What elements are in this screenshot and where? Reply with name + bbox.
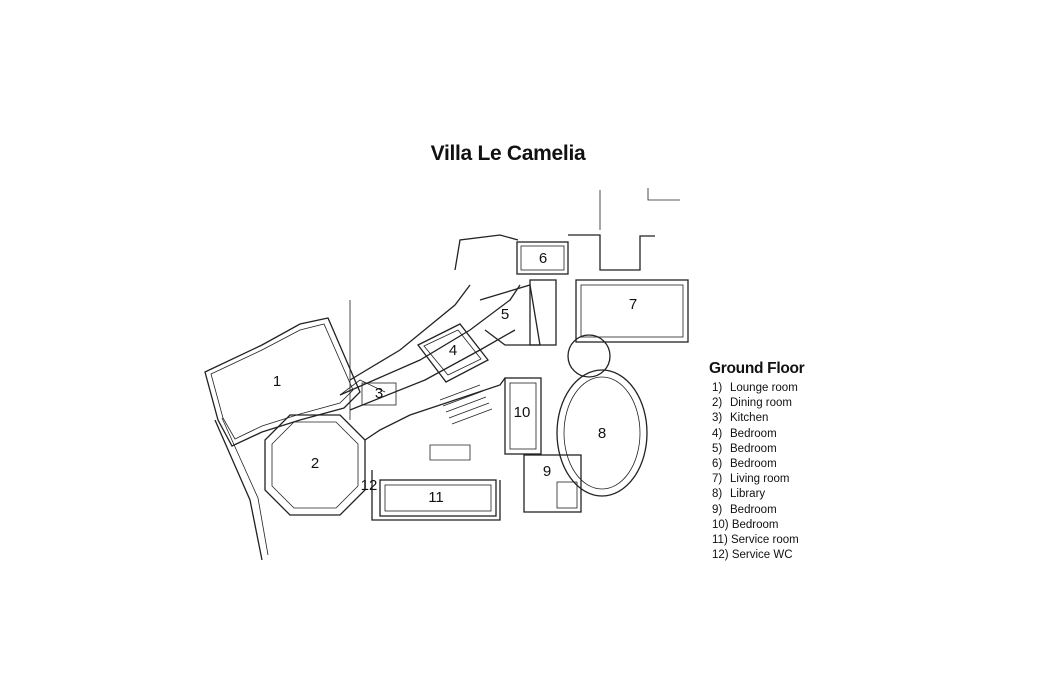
legend-number: 4) <box>712 427 723 440</box>
legend-label: Bedroom <box>730 503 777 516</box>
legend-label: Bedroom <box>730 458 777 471</box>
legend-item: 11) Service room <box>712 533 804 548</box>
legend-item: 2) Dining room <box>712 396 804 411</box>
legend-number: 2) <box>712 397 723 410</box>
legend-number: 3) <box>712 412 723 425</box>
legend-label: Bedroom <box>731 518 779 531</box>
room-label-4: 4 <box>449 342 457 359</box>
legend-number: 1) <box>712 382 723 394</box>
room-label-6: 6 <box>539 250 547 267</box>
legend-number: 9) <box>712 503 723 516</box>
legend-number: 5) <box>712 442 723 455</box>
legend-number: 12) <box>712 549 729 562</box>
legend-label: Dining room <box>730 397 792 410</box>
legend-label: Lounge room <box>730 382 798 394</box>
legend-label: Bedroom <box>730 442 777 455</box>
room-label-3: 3 <box>375 385 383 402</box>
legend-item: 7) Living room <box>712 472 804 487</box>
room-label-11: 11 <box>428 489 444 506</box>
legend-item: 5) Bedroom <box>712 442 804 457</box>
room-label-1: 1 <box>273 373 281 390</box>
legend-item: 8) Library <box>712 487 804 502</box>
room-label-8: 8 <box>598 425 606 442</box>
room-label-9: 9 <box>543 463 551 480</box>
legend-item: 3) Kitchen <box>712 411 804 426</box>
legend-number: 10) <box>712 518 729 531</box>
walls <box>204 188 689 561</box>
legend-number: 7) <box>712 473 723 486</box>
legend-number: 8) <box>712 488 723 501</box>
legend-number: 11) <box>712 534 728 547</box>
room-label-5: 5 <box>501 306 509 323</box>
plan-title: Villa Le Camelia <box>430 142 586 165</box>
legend-list: 1) Lounge room 2) Dining room 3) Kitchen 4)… <box>709 381 804 563</box>
legend-label: Service room <box>730 534 799 547</box>
legend: Ground Floor 1) Lounge room 2) Dining room… <box>709 360 805 563</box>
legend-heading: Ground Floor <box>709 360 805 377</box>
legend-item: 9) Bedroom <box>712 503 804 518</box>
legend-item: 12) Service WC <box>712 548 804 563</box>
legend-number: 6) <box>712 458 723 471</box>
room-label-12: 12 <box>361 477 378 494</box>
room-label-10: 10 <box>514 404 531 421</box>
legend-label: Service WC <box>731 549 793 562</box>
legend-label: Library <box>730 488 766 501</box>
room-label-7: 7 <box>629 296 637 313</box>
legend-label: Kitchen <box>730 412 769 425</box>
legend-label: Living room <box>730 473 790 486</box>
legend-item: 10) Bedroom <box>712 518 804 533</box>
legend-item: 6) Bedroom <box>712 457 804 472</box>
legend-item: 4) Bedroom <box>712 427 804 442</box>
legend-item: 1) Lounge room <box>712 381 804 396</box>
legend-label: Bedroom <box>730 427 777 440</box>
room-numbers: 1 2 3 4 5 6 7 8 9 10 11 12 <box>273 250 637 506</box>
room-label-2: 2 <box>311 455 319 472</box>
